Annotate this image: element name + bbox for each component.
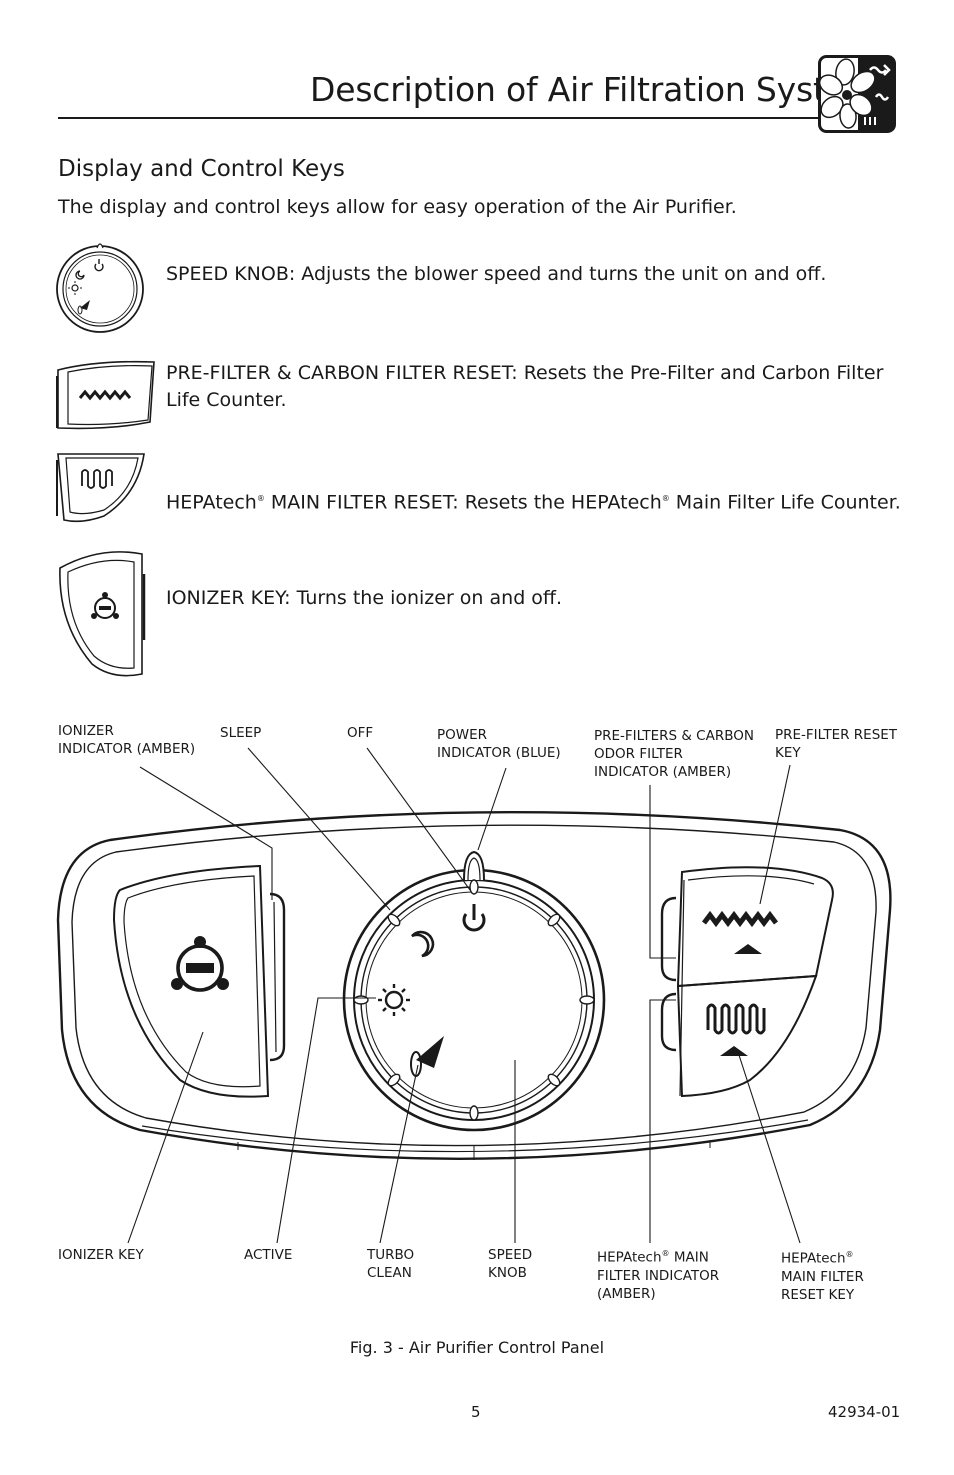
label-hepa-reset-key: HEPAtech® MAIN FILTER RESET KEY <box>781 1246 864 1304</box>
control-panel-diagram <box>56 811 892 1160</box>
hepa-zigzag-icon <box>706 1003 766 1056</box>
power-icon <box>462 904 486 932</box>
air-purifier-fan-logo-icon <box>818 55 896 133</box>
speed-knob-icon <box>56 243 144 333</box>
page-title: Description of Air Filtration System <box>310 70 878 109</box>
hepa-brand-text: HEPAtech <box>597 1249 662 1266</box>
figure-caption: Fig. 3 - Air Purifier Control Panel <box>349 1338 605 1357</box>
label-active: ACTIVE <box>244 1247 293 1263</box>
label-prefilter-indicator: PRE-FILTERS & CARBON ODOR FILTER INDICAT… <box>594 728 754 780</box>
title-divider <box>58 117 818 119</box>
prefilter-reset-key-icon <box>56 360 155 430</box>
prefilter-zigzag-icon <box>702 910 778 954</box>
sleep-moon-icon <box>411 930 435 958</box>
hepa-reset-description: HEPAtech® MAIN FILTER RESET: Resets the … <box>166 485 906 516</box>
hepa-brand-text: HEPAtech <box>166 491 257 514</box>
label-prefilter-reset-key: PRE-FILTER RESET KEY <box>775 727 898 761</box>
registered-mark: ® <box>845 1250 854 1259</box>
section-heading: Display and Control Keys <box>58 156 345 182</box>
ionizer-key-description: IONIZER KEY: Turns the ionizer on and of… <box>166 587 563 609</box>
label-sleep: SLEEP <box>220 725 262 741</box>
registered-mark: ® <box>661 1249 670 1258</box>
ionizer-symbol-icon <box>171 936 229 992</box>
hepa-indicator-text: MAIN FILTER INDICATOR (AMBER) <box>597 1249 720 1302</box>
hepa-brand-text: HEPAtech <box>781 1250 846 1267</box>
label-hepa-indicator: HEPAtech® MAIN FILTER INDICATOR (AMBER) <box>597 1245 719 1303</box>
hepa-reset-key-text: MAIN FILTER RESET KEY <box>781 1268 864 1303</box>
hepa-reset-key-icon <box>56 453 145 523</box>
label-turbo-clean: TURBO CLEAN <box>367 1247 415 1281</box>
page-number: 5 <box>471 1403 481 1421</box>
hepa-reset-text: MAIN FILTER RESET: Resets the HEPAtech <box>264 491 662 514</box>
document-number: 42934-01 <box>828 1403 901 1421</box>
prefilter-reset-description: PRE-FILTER & CARBON FILTER RESET: Resets… <box>166 362 884 411</box>
label-power-indicator: POWER INDICATOR (BLUE) <box>437 727 561 761</box>
section-intro: The display and control keys allow for e… <box>58 196 737 218</box>
registered-mark: ® <box>256 494 265 503</box>
label-speed-knob: SPEED KNOB <box>488 1247 533 1281</box>
label-off: OFF <box>347 725 374 741</box>
speed-knob-description: SPEED KNOB: Adjusts the blower speed and… <box>166 263 827 285</box>
registered-mark: ® <box>661 494 670 503</box>
ionizer-key-icon <box>59 551 146 677</box>
hepa-reset-text-end: Main Filter Life Counter. <box>669 491 901 514</box>
label-ionizer-key: IONIZER KEY <box>58 1247 144 1263</box>
active-sun-icon <box>378 984 410 1016</box>
label-ionizer-indicator: IONIZER INDICATOR (AMBER) <box>58 723 196 757</box>
